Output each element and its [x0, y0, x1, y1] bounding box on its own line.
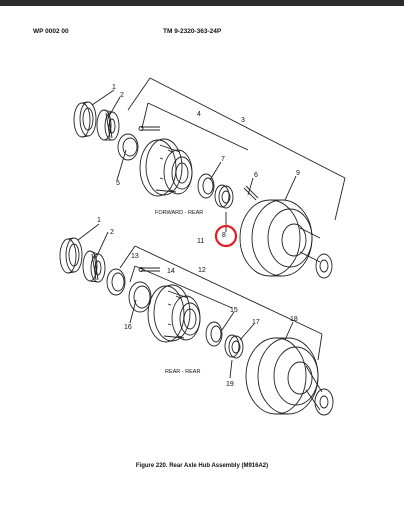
bearing-cone-part-2-lower — [82, 250, 106, 283]
callout-13: 13 — [131, 253, 139, 260]
figure-caption: Figure 220. Rear Axle Hub Assembly (M916… — [135, 463, 269, 469]
leader-line — [127, 77, 151, 111]
highlight-circle — [214, 224, 238, 248]
callout-4: 4 — [197, 111, 201, 118]
seal-part-13 — [106, 268, 126, 296]
callout-2-lower: 2 — [110, 229, 114, 236]
hub-part-12 — [147, 284, 201, 343]
tm-number: TM 9-2320-363-24P — [163, 28, 222, 35]
forward-rear-assembly — [73, 77, 346, 279]
callout-6: 6 — [254, 172, 258, 179]
leader-line — [147, 102, 249, 151]
callout-17: 17 — [252, 319, 260, 326]
seal-part-15 — [205, 321, 223, 347]
callout-14: 14 — [167, 268, 175, 275]
pin-part-6 — [243, 185, 259, 201]
callout-19: 19 — [226, 381, 234, 388]
leader-line — [134, 245, 323, 335]
leader-line — [77, 223, 100, 241]
callout-12: 12 — [198, 267, 206, 274]
callout-18: 18 — [290, 316, 298, 323]
brake-drum-part-18 — [245, 337, 334, 416]
leader-line — [247, 177, 254, 196]
leader-line — [116, 149, 127, 181]
work-package-number: WP 0002 00 — [33, 28, 69, 35]
callout-2-upper: 2 — [120, 92, 124, 99]
bearing-cup-part-1-lower — [59, 237, 83, 274]
leader-line — [221, 311, 235, 331]
callout-11: 11 — [197, 238, 204, 245]
brake-drum-part-9 — [239, 199, 333, 279]
callout-3: 3 — [241, 117, 245, 124]
leader-line — [229, 359, 233, 379]
leader-line — [129, 265, 136, 283]
nut-part-17 — [224, 334, 244, 359]
leader-line — [334, 177, 346, 221]
bearing-cone-part-2 — [96, 109, 120, 141]
callout-7: 7 — [221, 156, 225, 163]
seal-part-16 — [128, 281, 152, 313]
bearing-cup-part-1 — [73, 101, 97, 138]
leader-line — [317, 333, 323, 361]
callout-1-lower: 1 — [97, 217, 101, 224]
top-bar — [0, 0, 404, 6]
rear-rear-label: REAR - REAR — [165, 369, 200, 375]
callout-1-upper: 1 — [112, 84, 116, 91]
forward-rear-label: FORWARD - REAR — [155, 210, 203, 216]
rear-rear-assembly — [59, 223, 334, 416]
stud-part-14 — [138, 267, 160, 272]
leader-line — [149, 77, 346, 179]
callout-16: 16 — [124, 324, 132, 331]
leader-line — [107, 96, 121, 119]
seal-part-7 — [197, 173, 215, 199]
leader-line — [119, 245, 136, 269]
callout-15: 15 — [230, 307, 238, 314]
leader-line — [129, 299, 137, 324]
leader-line — [91, 89, 115, 106]
leader-line — [284, 175, 297, 201]
leader-line — [284, 321, 294, 341]
leader-line — [134, 265, 233, 309]
callout-8: 8 — [222, 232, 226, 239]
seal-part-5 — [117, 133, 139, 161]
leader-line — [141, 102, 149, 129]
callout-9: 9 — [296, 170, 300, 177]
stud — [138, 126, 160, 131]
hub-part-4 — [139, 138, 193, 197]
callout-5: 5 — [116, 180, 120, 187]
leader-line — [239, 323, 255, 341]
nut-part-8 — [214, 184, 234, 209]
